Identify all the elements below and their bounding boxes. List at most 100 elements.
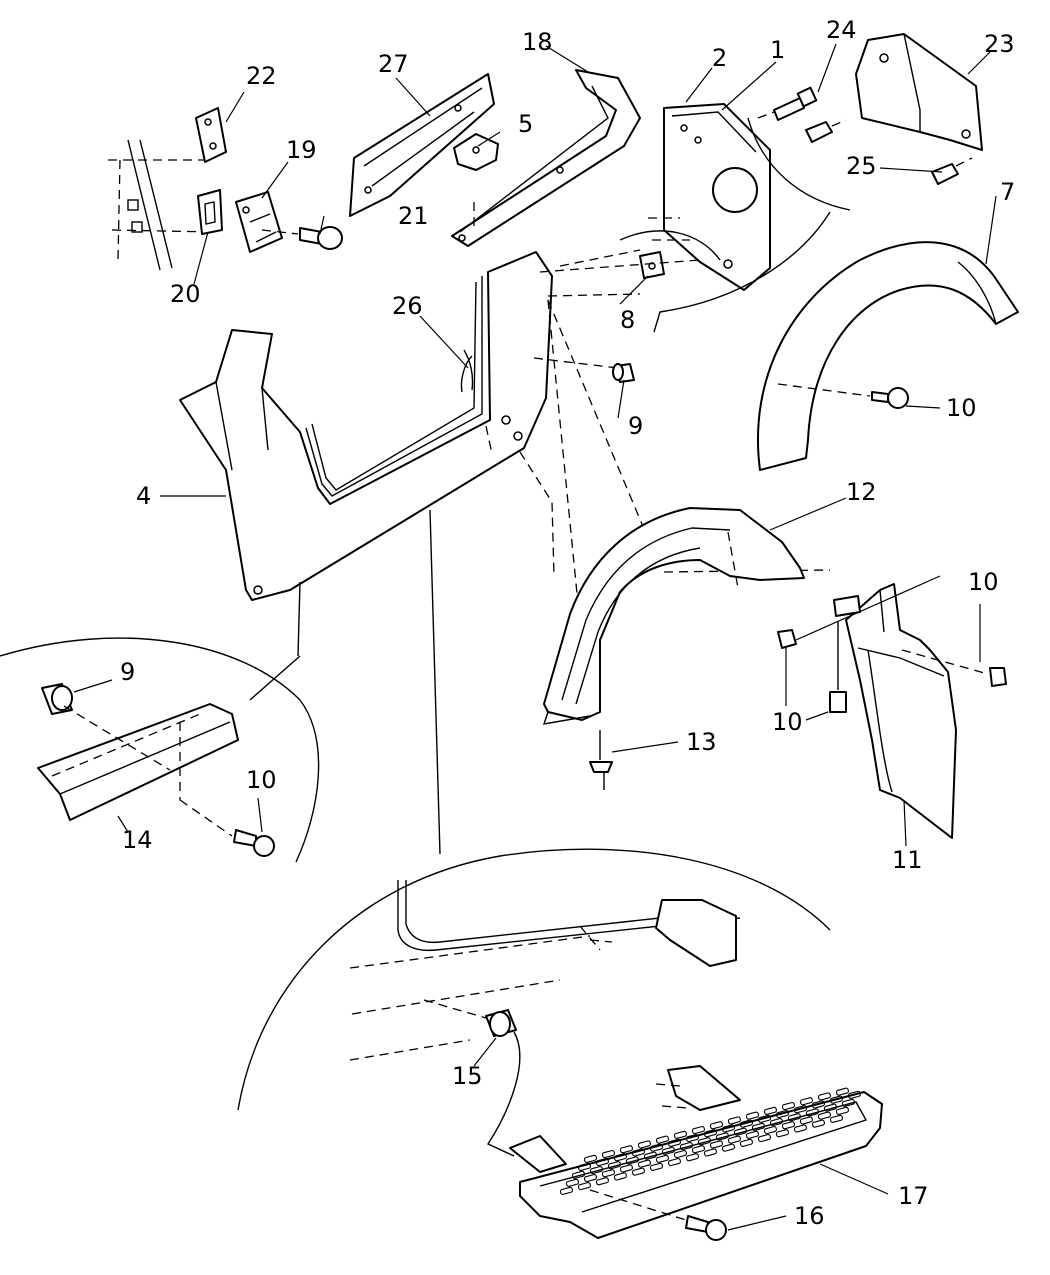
detail-circle-running-board xyxy=(237,509,831,1157)
tread-slot xyxy=(619,1145,633,1154)
part-26-seal xyxy=(463,349,474,391)
part-8-bracket xyxy=(639,251,665,279)
tread-slot xyxy=(775,1109,789,1119)
part-21-bolt xyxy=(261,226,343,250)
tread-slot xyxy=(643,1151,657,1160)
tread-slot xyxy=(619,1164,633,1173)
part-10-flare-screw xyxy=(777,383,909,409)
tread-slot xyxy=(577,1162,591,1171)
tread-slot xyxy=(571,1170,585,1179)
part-5-clip xyxy=(453,133,499,171)
tread-slot xyxy=(793,1105,807,1114)
wheelhouse-inner xyxy=(539,230,721,297)
tread-slot xyxy=(805,1108,819,1117)
callout-21: 21 xyxy=(398,202,429,230)
callout-5: 5 xyxy=(518,110,533,138)
tread-slot xyxy=(721,1143,735,1152)
tread-slot xyxy=(751,1122,765,1131)
tread-slot xyxy=(799,1097,813,1106)
callout-23: 23 xyxy=(984,30,1015,58)
callout-10-flap-upper: 10 xyxy=(968,568,999,596)
tread-slot xyxy=(763,1125,777,1135)
tread-slot xyxy=(775,1129,789,1138)
callout-27: 27 xyxy=(378,50,409,78)
tread-slot xyxy=(661,1146,675,1155)
tread-slot xyxy=(709,1140,723,1149)
callout-25: 25 xyxy=(846,152,877,180)
callout-12: 12 xyxy=(846,478,877,506)
tread-slot xyxy=(739,1138,753,1147)
callout-labels: 22 19 20 21 27 18 5 2 1 24 23 25 7 26 8 … xyxy=(120,16,1015,1230)
part-10-flap-screws xyxy=(777,575,1007,713)
tread-slot xyxy=(589,1165,603,1175)
tread-slot xyxy=(841,1098,855,1107)
tread-slot xyxy=(703,1129,717,1138)
tread-slot xyxy=(691,1145,705,1154)
part-18-tub-rail xyxy=(451,69,641,247)
tread-slot xyxy=(595,1157,609,1167)
tread-slot xyxy=(727,1116,741,1125)
tread-slot xyxy=(649,1143,663,1152)
step-tread-grid xyxy=(559,1087,861,1195)
callout-17: 17 xyxy=(898,1182,929,1210)
part-4-body-side-panel xyxy=(179,251,553,601)
callout-10-flare: 10 xyxy=(946,394,977,422)
tread-slot xyxy=(823,1103,837,1112)
tread-slot xyxy=(733,1127,747,1136)
tread-slot xyxy=(637,1159,651,1168)
tread-slot xyxy=(727,1135,741,1144)
callout-22: 22 xyxy=(246,62,277,90)
tread-slot xyxy=(631,1167,645,1176)
part-25-screws xyxy=(805,119,973,185)
tread-slot xyxy=(793,1124,807,1133)
callout-10-flap-lower: 10 xyxy=(772,708,803,736)
tread-slot xyxy=(709,1121,723,1130)
tread-slot xyxy=(673,1130,687,1139)
tread-slot xyxy=(673,1149,687,1159)
tread-slot xyxy=(739,1119,753,1128)
tread-slot xyxy=(745,1111,759,1120)
tread-slot xyxy=(763,1106,777,1115)
callout-15: 15 xyxy=(452,1062,483,1090)
tread-slot xyxy=(811,1119,825,1128)
tread-slot xyxy=(583,1154,597,1163)
tread-slot xyxy=(655,1154,669,1163)
tread-slot xyxy=(817,1092,831,1101)
tread-slot xyxy=(811,1100,825,1109)
tread-slot xyxy=(829,1095,843,1104)
tread-slot xyxy=(565,1178,579,1187)
callout-24: 24 xyxy=(826,16,857,44)
tread-slot xyxy=(691,1125,705,1135)
part-23-bracket xyxy=(855,33,983,151)
tread-slot xyxy=(835,1087,849,1096)
part-7-fender-flare xyxy=(756,241,1019,471)
part-11-mud-flap xyxy=(833,583,957,839)
callout-14: 14 xyxy=(122,826,153,854)
part-27-rail-bracket xyxy=(349,73,495,217)
part-17-side-step xyxy=(509,1065,883,1239)
callout-9-upper: 9 xyxy=(628,412,643,440)
part-12-inner-wheelhouse xyxy=(542,507,805,725)
callout-16: 16 xyxy=(794,1202,825,1230)
callout-9-lower: 9 xyxy=(120,658,135,686)
tread-slot xyxy=(577,1181,591,1191)
tread-slot xyxy=(757,1133,771,1143)
tread-slot xyxy=(703,1148,717,1157)
tread-slot xyxy=(607,1161,621,1170)
tread-slot xyxy=(613,1172,627,1181)
tread-slot xyxy=(601,1169,615,1178)
part-13-push-pin xyxy=(589,730,613,790)
tread-slot xyxy=(685,1133,699,1143)
tread-slot xyxy=(583,1173,597,1183)
tread-slot xyxy=(667,1138,681,1147)
tread-slot xyxy=(781,1101,795,1111)
tread-slot xyxy=(781,1121,795,1130)
door-hinge-phantom xyxy=(108,139,216,271)
part-9-nut-upper xyxy=(612,363,635,383)
part-19-hinge-bracket xyxy=(235,191,283,253)
tread-slot xyxy=(757,1114,771,1123)
tread-slot xyxy=(829,1114,843,1123)
tread-slot xyxy=(787,1113,801,1122)
part-20-clip xyxy=(197,189,223,235)
